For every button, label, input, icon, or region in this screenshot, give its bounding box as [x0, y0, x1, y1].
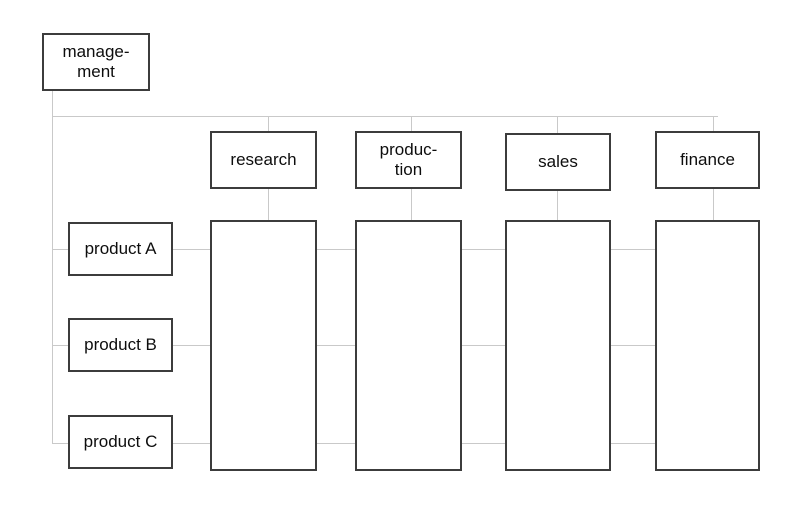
- column-body-sales[interactable]: [505, 220, 611, 471]
- node-finance-label: finance: [680, 149, 735, 169]
- node-production[interactable]: produc- tion: [355, 131, 462, 189]
- node-sales[interactable]: sales: [505, 133, 611, 191]
- connector-drop-sales-bottom: [557, 191, 558, 220]
- column-body-finance[interactable]: [655, 220, 760, 471]
- connector-stub-product-c: [52, 443, 68, 444]
- connector-drop-finance-top: [713, 116, 714, 131]
- column-body-research[interactable]: [210, 220, 317, 471]
- node-product-a[interactable]: product A: [68, 222, 173, 276]
- column-body-production[interactable]: [355, 220, 462, 471]
- node-management[interactable]: manage- ment: [42, 33, 150, 91]
- node-sales-label: sales: [538, 151, 578, 171]
- connector-drop-finance-bottom: [713, 189, 714, 220]
- connector-drop-production-bottom: [411, 189, 412, 220]
- node-finance[interactable]: finance: [655, 131, 760, 189]
- node-product-b-label: product B: [84, 334, 157, 354]
- node-product-b[interactable]: product B: [68, 318, 173, 372]
- connector-stub-product-a: [52, 249, 68, 250]
- connector-drop-sales-top: [557, 116, 558, 133]
- connector-drop-production-top: [411, 116, 412, 131]
- connector-management-stem: [52, 91, 53, 116]
- connector-top-bus: [52, 116, 718, 117]
- node-production-label: produc- tion: [379, 139, 438, 179]
- node-product-a-label: product A: [84, 238, 157, 258]
- connector-stub-product-b: [52, 345, 68, 346]
- node-product-c[interactable]: product C: [68, 415, 173, 469]
- node-research[interactable]: research: [210, 131, 317, 189]
- connector-drop-research-bottom: [268, 189, 269, 220]
- connector-left-spine: [52, 116, 53, 443]
- node-research-label: research: [230, 149, 297, 169]
- node-product-c-label: product C: [83, 431, 158, 451]
- node-management-label: manage- ment: [62, 41, 130, 81]
- connector-drop-research-top: [268, 116, 269, 131]
